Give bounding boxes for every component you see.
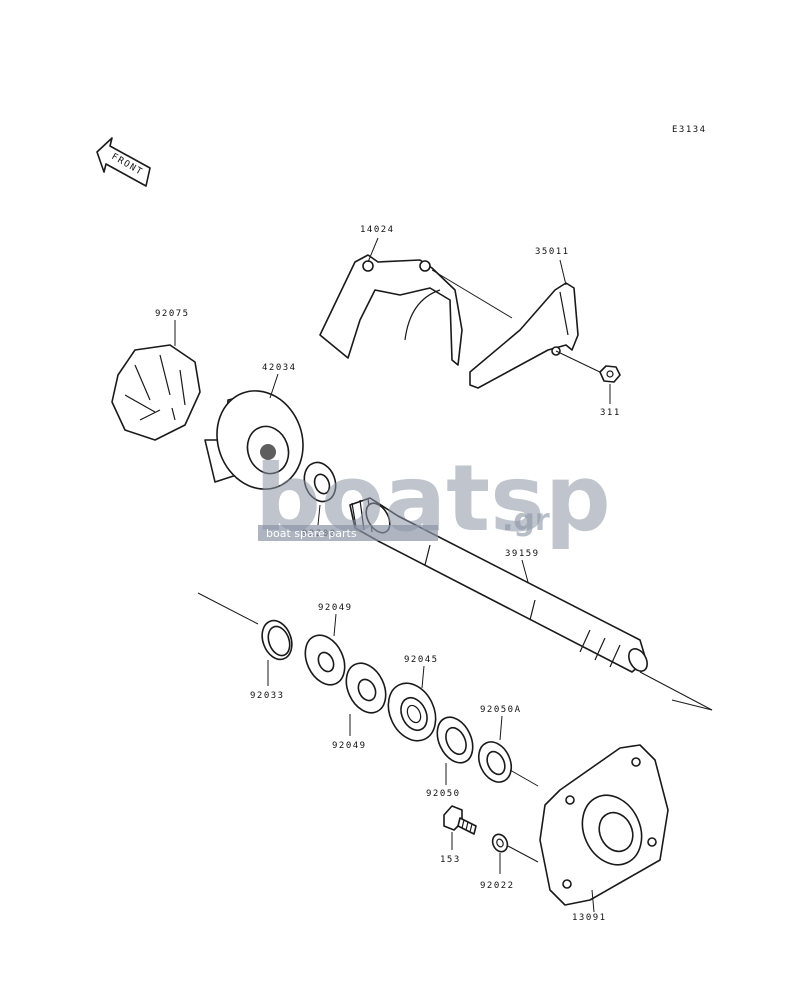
label-92049-upper: 92049 xyxy=(318,603,353,613)
front-arrow-icon: FRONT xyxy=(96,137,151,187)
label-14024: 14024 xyxy=(360,225,395,235)
axis-line-right xyxy=(639,671,713,711)
watermark-logo: boatsp .gr boat spare parts xyxy=(255,445,611,552)
label-92049-lower: 92049 xyxy=(332,741,367,751)
part-damper-92075 xyxy=(111,344,201,441)
part-nut-311 xyxy=(599,365,621,383)
part-housing-13091 xyxy=(539,744,669,906)
label-92022: 92022 xyxy=(480,881,515,891)
part-washer-92200 xyxy=(303,461,337,503)
part-spacer-92049-lower xyxy=(345,662,387,714)
part-circlip-92033 xyxy=(261,619,293,661)
watermark-suffix-text: .gr xyxy=(502,503,550,538)
label-92075: 92075 xyxy=(155,309,190,319)
label-92050A: 92050A xyxy=(480,705,522,715)
part-seal-92050A xyxy=(477,741,513,783)
label-39159: 39159 xyxy=(505,549,540,559)
part-washer-92022 xyxy=(491,833,509,853)
diagram-code: E3134 xyxy=(672,125,707,135)
axis-line-left xyxy=(197,592,259,625)
part-bolt-153 xyxy=(443,805,477,835)
label-13091: 13091 xyxy=(572,913,607,923)
part-bearing-92045 xyxy=(387,682,437,742)
label-92045: 92045 xyxy=(404,655,439,665)
part-coupling-42034 xyxy=(204,390,304,490)
part-cover-14024 xyxy=(319,254,463,366)
label-35011: 35011 xyxy=(535,247,570,257)
watermark-tagline: boat spare parts xyxy=(266,527,357,540)
part-bracket-35011 xyxy=(469,282,579,389)
label-311: 311 xyxy=(600,408,621,418)
label-153: 153 xyxy=(440,855,461,865)
label-42034: 42034 xyxy=(262,363,297,373)
label-92033: 92033 xyxy=(250,691,285,701)
part-spacer-92049-upper xyxy=(304,634,346,686)
part-seal-92050 xyxy=(436,716,474,764)
label-92050: 92050 xyxy=(426,789,461,799)
